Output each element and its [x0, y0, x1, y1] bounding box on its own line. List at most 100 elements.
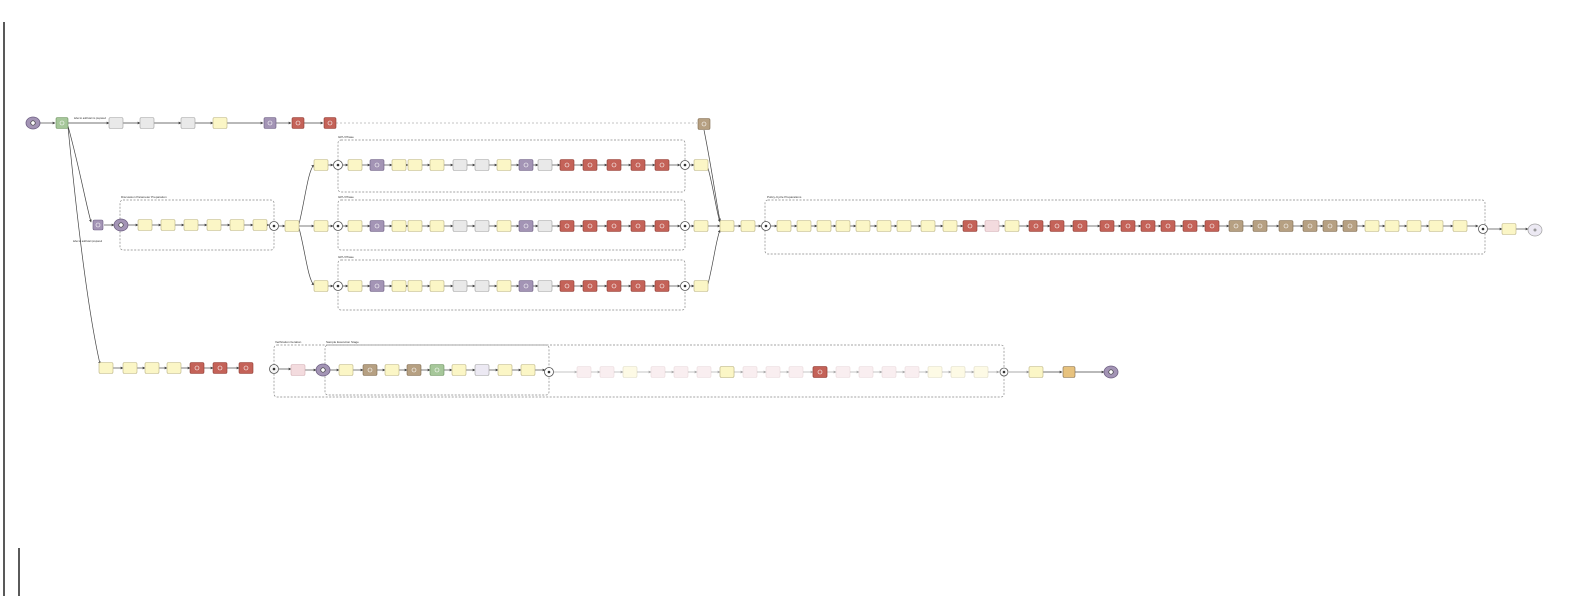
task-node[interactable]: [98, 362, 114, 374]
junction-node-icon[interactable]: [680, 281, 690, 291]
junction-node-icon[interactable]: [1478, 224, 1488, 234]
red-task-node[interactable]: [582, 220, 598, 232]
red-task-node[interactable]: [606, 159, 622, 171]
task-node[interactable]: [496, 280, 512, 292]
red-task-node[interactable]: [559, 159, 575, 171]
junction-node-icon[interactable]: [761, 221, 771, 231]
task-node[interactable]: [474, 220, 490, 232]
task-node[interactable]: [391, 220, 407, 232]
task-node[interactable]: [496, 220, 512, 232]
task-node[interactable]: [1004, 220, 1020, 232]
task-node[interactable]: [391, 280, 407, 292]
task-node[interactable]: [950, 366, 966, 378]
task-node[interactable]: [719, 220, 735, 232]
task-node[interactable]: [537, 159, 553, 171]
purple-circle-start-icon[interactable]: [315, 363, 331, 377]
red-task-node[interactable]: [291, 117, 305, 129]
task-node[interactable]: [313, 159, 329, 171]
junction-node-icon[interactable]: [333, 221, 343, 231]
task-node[interactable]: [407, 280, 423, 292]
task-node[interactable]: [1406, 220, 1422, 232]
task-node[interactable]: [290, 364, 306, 376]
task-node[interactable]: [696, 366, 712, 378]
task-node[interactable]: [55, 117, 69, 129]
red-task-node[interactable]: [654, 159, 670, 171]
task-node[interactable]: [719, 366, 735, 378]
task-node[interactable]: [576, 366, 592, 378]
junction-node-icon[interactable]: [269, 364, 279, 374]
junction-node-icon[interactable]: [269, 221, 279, 231]
task-node[interactable]: [835, 366, 851, 378]
task-node[interactable]: [881, 366, 897, 378]
task-node[interactable]: [1302, 220, 1318, 232]
task-node[interactable]: [942, 220, 958, 232]
red-task-node[interactable]: [962, 220, 978, 232]
task-node[interactable]: [451, 364, 467, 376]
red-task-node[interactable]: [1204, 220, 1220, 232]
task-node[interactable]: [160, 219, 176, 231]
red-task-node[interactable]: [582, 159, 598, 171]
purple-circle-start-icon[interactable]: [113, 218, 129, 232]
task-node[interactable]: [816, 220, 832, 232]
red-task-node[interactable]: [1072, 220, 1088, 232]
red-task-node[interactable]: [606, 220, 622, 232]
task-node[interactable]: [347, 220, 363, 232]
red-task-node[interactable]: [189, 362, 205, 374]
task-node[interactable]: [896, 220, 912, 232]
task-node[interactable]: [1062, 366, 1076, 378]
task-node[interactable]: [92, 219, 104, 231]
red-task-node[interactable]: [1028, 220, 1044, 232]
task-node[interactable]: [137, 219, 153, 231]
task-node[interactable]: [1228, 220, 1244, 232]
red-task-node[interactable]: [559, 280, 575, 292]
task-node[interactable]: [407, 159, 423, 171]
task-node[interactable]: [229, 219, 245, 231]
task-node[interactable]: [518, 280, 534, 292]
task-node[interactable]: [452, 159, 468, 171]
task-node[interactable]: [796, 220, 812, 232]
task-node[interactable]: [693, 280, 709, 292]
red-task-node[interactable]: [1099, 220, 1115, 232]
task-node[interactable]: [1322, 220, 1338, 232]
task-node[interactable]: [927, 366, 943, 378]
task-node[interactable]: [347, 280, 363, 292]
task-node[interactable]: [742, 366, 758, 378]
task-node[interactable]: [537, 280, 553, 292]
task-node[interactable]: [474, 159, 490, 171]
red-task-node[interactable]: [630, 159, 646, 171]
red-task-node[interactable]: [1182, 220, 1198, 232]
task-node[interactable]: [740, 220, 756, 232]
red-task-node[interactable]: [1140, 220, 1156, 232]
junction-node-icon[interactable]: [333, 281, 343, 291]
task-node[interactable]: [855, 220, 871, 232]
task-node[interactable]: [1252, 220, 1268, 232]
task-node[interactable]: [139, 117, 155, 129]
junction-node-icon[interactable]: [999, 367, 1009, 377]
junction-node-icon[interactable]: [333, 160, 343, 170]
task-node[interactable]: [1384, 220, 1400, 232]
task-node[interactable]: [144, 362, 160, 374]
task-node[interactable]: [765, 366, 781, 378]
red-task-node[interactable]: [212, 362, 228, 374]
task-node[interactable]: [693, 159, 709, 171]
red-task-node[interactable]: [654, 280, 670, 292]
task-node[interactable]: [776, 220, 792, 232]
task-node[interactable]: [904, 366, 920, 378]
task-node[interactable]: [920, 220, 936, 232]
task-node[interactable]: [1364, 220, 1380, 232]
task-node[interactable]: [1028, 366, 1044, 378]
red-task-node[interactable]: [630, 280, 646, 292]
task-node[interactable]: [1501, 223, 1517, 235]
task-node[interactable]: [429, 364, 445, 376]
task-node[interactable]: [252, 219, 268, 231]
task-node[interactable]: [452, 280, 468, 292]
task-node[interactable]: [429, 159, 445, 171]
task-node[interactable]: [650, 366, 666, 378]
task-node[interactable]: [180, 117, 196, 129]
task-node[interactable]: [835, 220, 851, 232]
red-task-node[interactable]: [654, 220, 670, 232]
red-task-node[interactable]: [812, 366, 828, 378]
task-node[interactable]: [122, 362, 138, 374]
red-task-node[interactable]: [630, 220, 646, 232]
task-node[interactable]: [406, 364, 422, 376]
